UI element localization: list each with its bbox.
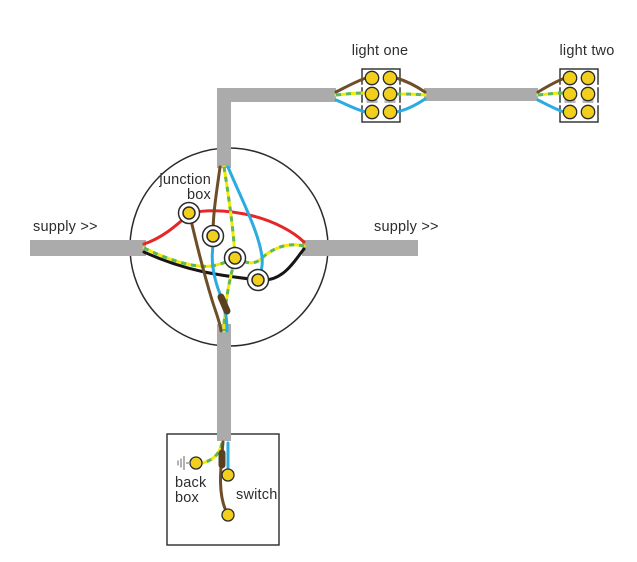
junction-terminal-3-screw — [228, 251, 242, 265]
light-one-terminal — [364, 70, 380, 86]
earth-terminal — [189, 456, 203, 470]
labels: junction box supply >> supply >> light o… — [33, 43, 615, 506]
light-two-terminal — [562, 70, 578, 86]
light-one-segment-gaps — [360, 84, 402, 106]
light-one-label: light one — [352, 43, 409, 59]
brown-wire-to-switch — [188, 214, 223, 333]
blue-wire-light-two — [536, 98, 566, 114]
back-box-label-line2: box — [175, 490, 200, 506]
earth-stripe-light-one-right — [395, 92, 426, 97]
blue-wire-light-one-left — [334, 98, 368, 114]
light-two-terminal — [562, 86, 578, 102]
earth-stripe-top — [222, 166, 237, 257]
light-two-terminal — [580, 104, 596, 120]
light-two-terminal — [580, 70, 596, 86]
ceiling-conduit-run — [217, 88, 336, 102]
junction-box-label-line1: junction — [158, 172, 211, 188]
wires — [142, 76, 567, 515]
light-two-terminals — [562, 70, 596, 120]
earth-stripe-light-one-left — [335, 91, 365, 97]
switch-drop-conduit — [217, 324, 231, 441]
brown-wire-light-one-left — [334, 76, 368, 94]
light-one-terminal — [382, 86, 398, 102]
blue-wire-light-one-right — [394, 97, 427, 114]
earth-stripe-light-two — [537, 91, 564, 97]
junction-box-label-line2: box — [187, 187, 212, 203]
light-two-terminal — [580, 86, 596, 102]
junction-terminal-2-screw — [206, 229, 220, 243]
back-box-terminals — [177, 456, 235, 522]
earth-ground-icon — [177, 456, 190, 470]
junction-terminal-4-screw — [251, 273, 265, 287]
supply-conduit-left — [30, 240, 146, 256]
light-two-label: light two — [560, 43, 615, 59]
switch-label: switch — [236, 487, 278, 503]
light-one-terminal — [364, 104, 380, 120]
brown-wire-light-one-right — [394, 76, 427, 94]
light-one-terminals — [364, 70, 398, 120]
junction-terminal-1-screw — [182, 206, 196, 220]
live-wire-supply-right — [187, 209, 306, 244]
riser-conduit-to-lights — [217, 88, 231, 168]
light-two-segment-gaps — [558, 84, 600, 106]
junction-terminals — [177, 201, 270, 292]
switch-terminal-top — [221, 468, 235, 482]
switch-terminal-bottom — [221, 508, 235, 522]
light-one-terminal — [382, 104, 398, 120]
brown-sleeve-junction — [217, 293, 231, 315]
brown-wire-switch-return — [219, 440, 229, 515]
light-one-terminal — [382, 70, 398, 86]
supply-left-label: supply >> — [33, 219, 98, 235]
supply-conduit-right — [302, 240, 418, 256]
conduit-between-lights — [424, 88, 538, 101]
conduits — [30, 88, 538, 441]
supply-right-label: supply >> — [374, 219, 439, 235]
light-one-terminal — [364, 86, 380, 102]
back-box-label-line1: back — [175, 475, 207, 491]
light-two-terminal — [562, 104, 578, 120]
earth-stripe-right — [236, 243, 305, 265]
